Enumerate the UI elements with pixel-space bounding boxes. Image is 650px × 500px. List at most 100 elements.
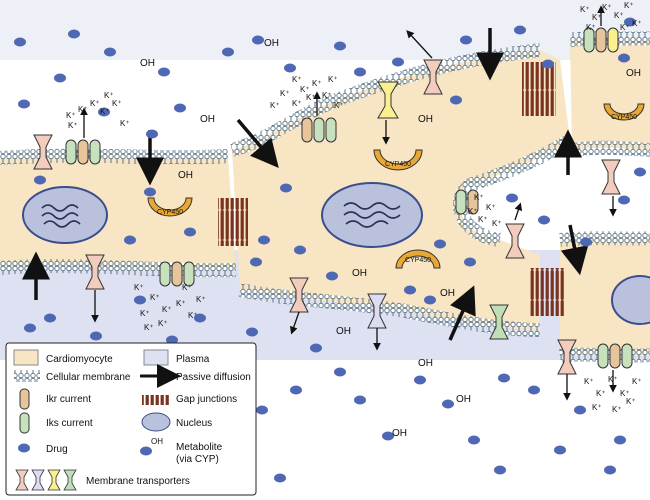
nucleus-right xyxy=(611,275,650,325)
drug-molecule xyxy=(542,59,554,69)
drug-molecule xyxy=(442,399,454,409)
drug-molecule xyxy=(468,435,480,445)
legend-swatch-membrane xyxy=(14,370,40,382)
drug-molecule xyxy=(158,67,170,77)
potassium-ion-label: K⁺ xyxy=(120,119,130,128)
potassium-ion-label: K⁺ xyxy=(270,101,280,110)
legend-gap: Gap junctions xyxy=(176,394,237,405)
legend-swatch-gap xyxy=(142,395,170,405)
drug-molecule xyxy=(68,29,80,39)
legend-diffusion: Passive diffusion xyxy=(176,372,251,383)
potassium-ion-label: K⁺ xyxy=(592,403,602,412)
potassium-ion-label: K⁺ xyxy=(150,293,160,302)
legend-membrane: Cellular membrane xyxy=(46,372,131,383)
transporter-flow-arrows xyxy=(80,5,617,401)
potassium-ion-label: K⁺ xyxy=(478,215,488,224)
gap-junction-top xyxy=(522,62,556,116)
drug-molecule xyxy=(44,313,56,323)
metabolite-oh-3: OH xyxy=(200,114,215,125)
potassium-ion-label: K⁺ xyxy=(68,121,78,130)
drug-molecule xyxy=(18,99,30,109)
drug-molecule xyxy=(354,67,366,77)
drug-molecule xyxy=(146,129,158,139)
diffusion-arrow-7 xyxy=(560,224,589,276)
potassium-ion-label: K⁺ xyxy=(486,203,496,212)
drug-molecule xyxy=(90,331,102,341)
drug-molecule xyxy=(104,47,116,57)
metabolite-oh-11: OH xyxy=(626,68,641,79)
cyp450-enzyme-4: CYP450 xyxy=(603,103,645,121)
potassium-ion-label: K⁺ xyxy=(608,375,618,384)
transporter-1 xyxy=(33,134,53,170)
transporter-8 xyxy=(601,159,621,195)
drug-molecule xyxy=(498,373,510,383)
drug-molecule xyxy=(404,285,416,295)
potassium-ion-label: K⁺ xyxy=(176,299,186,308)
metabolite-oh-9: OH xyxy=(456,394,471,405)
metabolite-oh-12: OH xyxy=(418,358,433,369)
legend-swatch-cardiomyocyte xyxy=(13,349,39,366)
transporter-5 xyxy=(289,277,309,313)
drug-molecule xyxy=(494,465,506,475)
drug-molecule xyxy=(580,237,592,247)
drug-molecule xyxy=(290,385,302,395)
drug-molecule xyxy=(538,215,550,225)
legend-metabolite-oh: OH xyxy=(151,437,163,446)
drug-molecule xyxy=(392,57,404,67)
transporter-10 xyxy=(505,223,525,259)
cyp450-enzyme-1: CYP450 xyxy=(147,197,193,217)
legend-metabolite-1: Metabolite xyxy=(176,442,223,453)
drug-molecule xyxy=(134,295,146,305)
cyp450-label-3: CYP450 xyxy=(405,257,431,264)
drug-molecule xyxy=(280,183,292,193)
legend: Cardiomyocyte Plasma Cellular membrane P… xyxy=(5,342,257,496)
gap-junction-bottom xyxy=(530,268,564,316)
ion-channel-right-bottom xyxy=(597,343,633,369)
cyp450-label-1: CYP450 xyxy=(157,209,183,216)
diffusion-arrow-3 xyxy=(236,118,279,169)
drug-molecule xyxy=(166,335,178,345)
drug-molecule xyxy=(184,227,196,237)
potassium-ion-label: K⁺ xyxy=(612,405,622,414)
drug-molecule xyxy=(246,327,258,337)
drug-molecule xyxy=(434,239,446,249)
transporter-2 xyxy=(85,254,105,290)
drug-molecule xyxy=(506,193,518,203)
legend-swatch-nucleus xyxy=(141,412,171,432)
potassium-ion-label: K⁺ xyxy=(292,75,302,84)
potassium-ion-label: K⁺ xyxy=(626,397,636,406)
drug-molecule xyxy=(256,405,268,415)
metabolite-labels: OH OH OH OH OH OH OH OH OH OH OH OH xyxy=(140,38,641,439)
potassium-ion-label: K⁺ xyxy=(580,5,590,14)
potassium-ion-label: K⁺ xyxy=(592,13,602,22)
ion-channel-left-bottom xyxy=(159,261,195,287)
potassium-ion-label: K⁺ xyxy=(586,23,596,32)
drug-molecule xyxy=(334,367,346,377)
drug-molecule xyxy=(354,395,366,405)
legend-swatch-transporters xyxy=(15,469,77,491)
potassium-ion-label: K⁺ xyxy=(468,207,478,216)
diffusion-arrow-5 xyxy=(448,285,476,341)
drug-molecule xyxy=(174,103,186,113)
drug-molecule xyxy=(614,435,626,445)
metabolite-oh-7: OH xyxy=(440,288,455,299)
drug-molecule xyxy=(334,41,346,51)
potassium-ion-label: K⁺ xyxy=(280,89,290,98)
potassium-ion-label: K⁺ xyxy=(620,23,630,32)
drug-molecule xyxy=(618,53,630,63)
drug-molecules xyxy=(14,17,646,493)
potassium-ion-label: K⁺ xyxy=(140,309,150,318)
drug-molecule xyxy=(634,167,646,177)
potassium-ion-label: K⁺ xyxy=(196,295,206,304)
drug-molecule xyxy=(450,95,462,105)
potassium-ion-label: K⁺ xyxy=(162,305,172,314)
drug-molecule xyxy=(424,295,436,305)
legend-swatch-ikr xyxy=(19,388,30,410)
drug-molecule xyxy=(574,405,586,415)
drug-molecule xyxy=(326,271,338,281)
legend-nucleus: Nucleus xyxy=(176,418,212,429)
drug-molecule xyxy=(124,235,136,245)
legend-cardiomyocyte: Cardiomyocyte xyxy=(46,354,113,365)
nucleus-center xyxy=(321,182,423,248)
